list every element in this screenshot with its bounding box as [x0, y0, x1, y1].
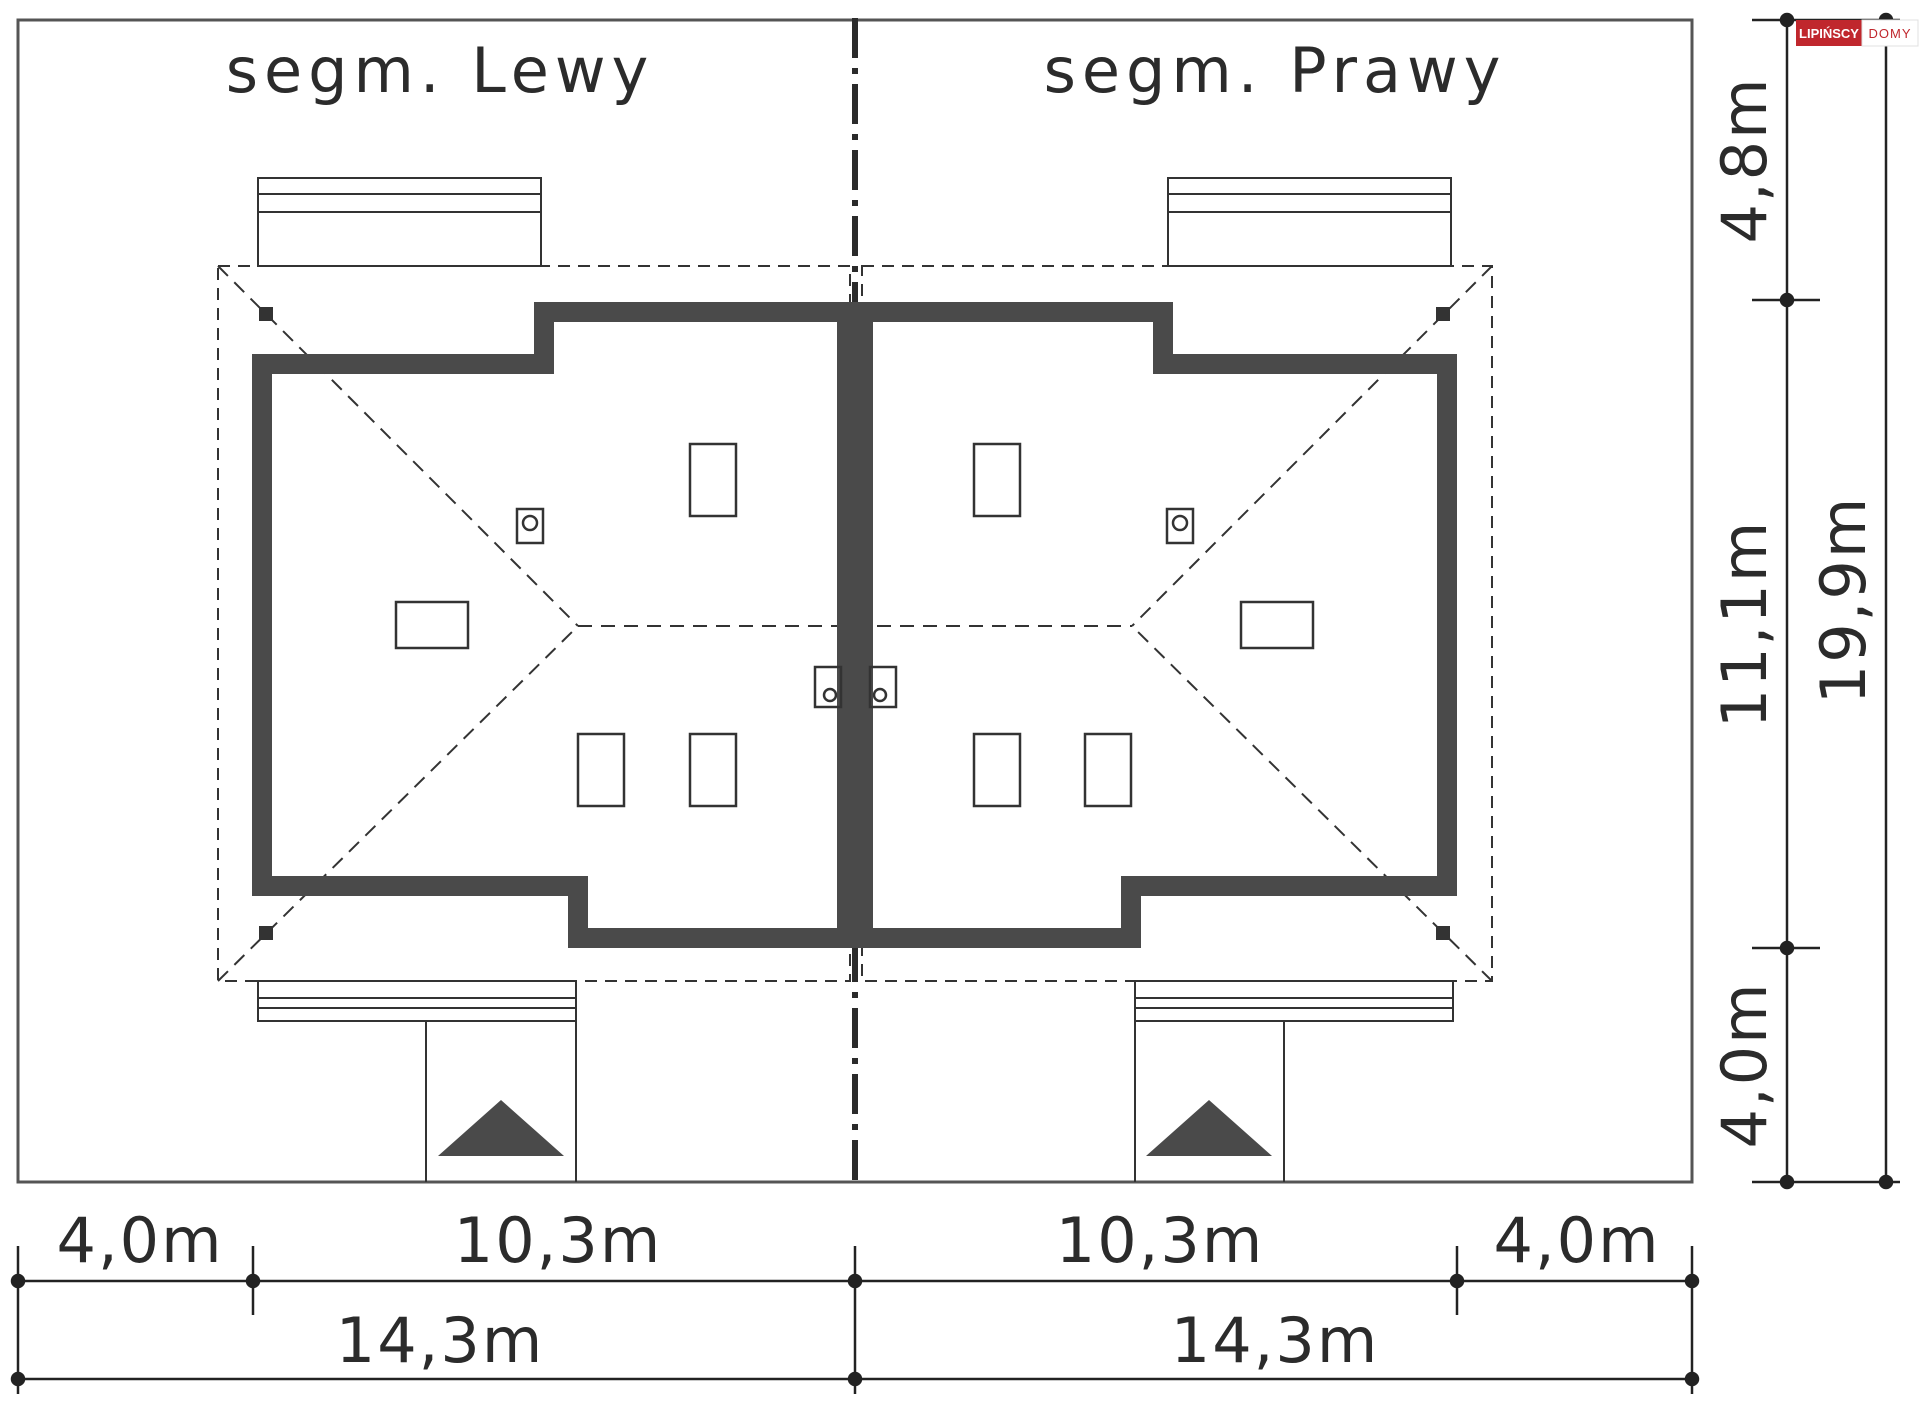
dimension-label: 4,0m: [57, 1204, 224, 1277]
dimension-label: 14,3m: [336, 1304, 544, 1377]
terrace-bottom-right: [1134, 980, 1454, 1022]
driveway-left: [425, 1021, 577, 1182]
terrace-bottom-left: [257, 980, 577, 1022]
chimney-icons: [515, 507, 1195, 709]
skylights-right: [972, 442, 1315, 808]
dimension-lines-bottom: [10, 1246, 1700, 1394]
skylights-left: [394, 442, 738, 808]
dimension-label: 19,9m: [1807, 496, 1880, 704]
building-wall-left: [252, 302, 857, 948]
corner-posts: [259, 307, 1450, 940]
logo-brand-text: LIPIŃSCY: [1799, 26, 1859, 41]
dimension-label: 10,3m: [1056, 1204, 1264, 1277]
logo-suffix-text: DOMY: [1869, 26, 1912, 41]
entrance-arrow-icon: [1146, 1100, 1272, 1156]
dimension-label: 4,0m: [1708, 982, 1781, 1149]
building-wall-right: [853, 302, 1457, 948]
segment-right-title: segm. Prawy: [1044, 34, 1507, 107]
dimension-label: 11,1m: [1708, 520, 1781, 728]
dimension-label: 4,0m: [1494, 1204, 1661, 1277]
terrace-top-right: [1167, 177, 1452, 267]
dimension-label: 4,8m: [1708, 77, 1781, 244]
segment-left-title: segm. Lewy: [226, 34, 655, 107]
dimension-label: 14,3m: [1171, 1304, 1379, 1377]
entrance-arrow-icon: [438, 1100, 564, 1156]
dimension-label: 10,3m: [454, 1204, 662, 1277]
driveway-right: [1134, 1021, 1285, 1182]
terrace-top-left: [257, 177, 542, 267]
brand-logo: LIPIŃSCY DOMY: [1796, 19, 1919, 47]
